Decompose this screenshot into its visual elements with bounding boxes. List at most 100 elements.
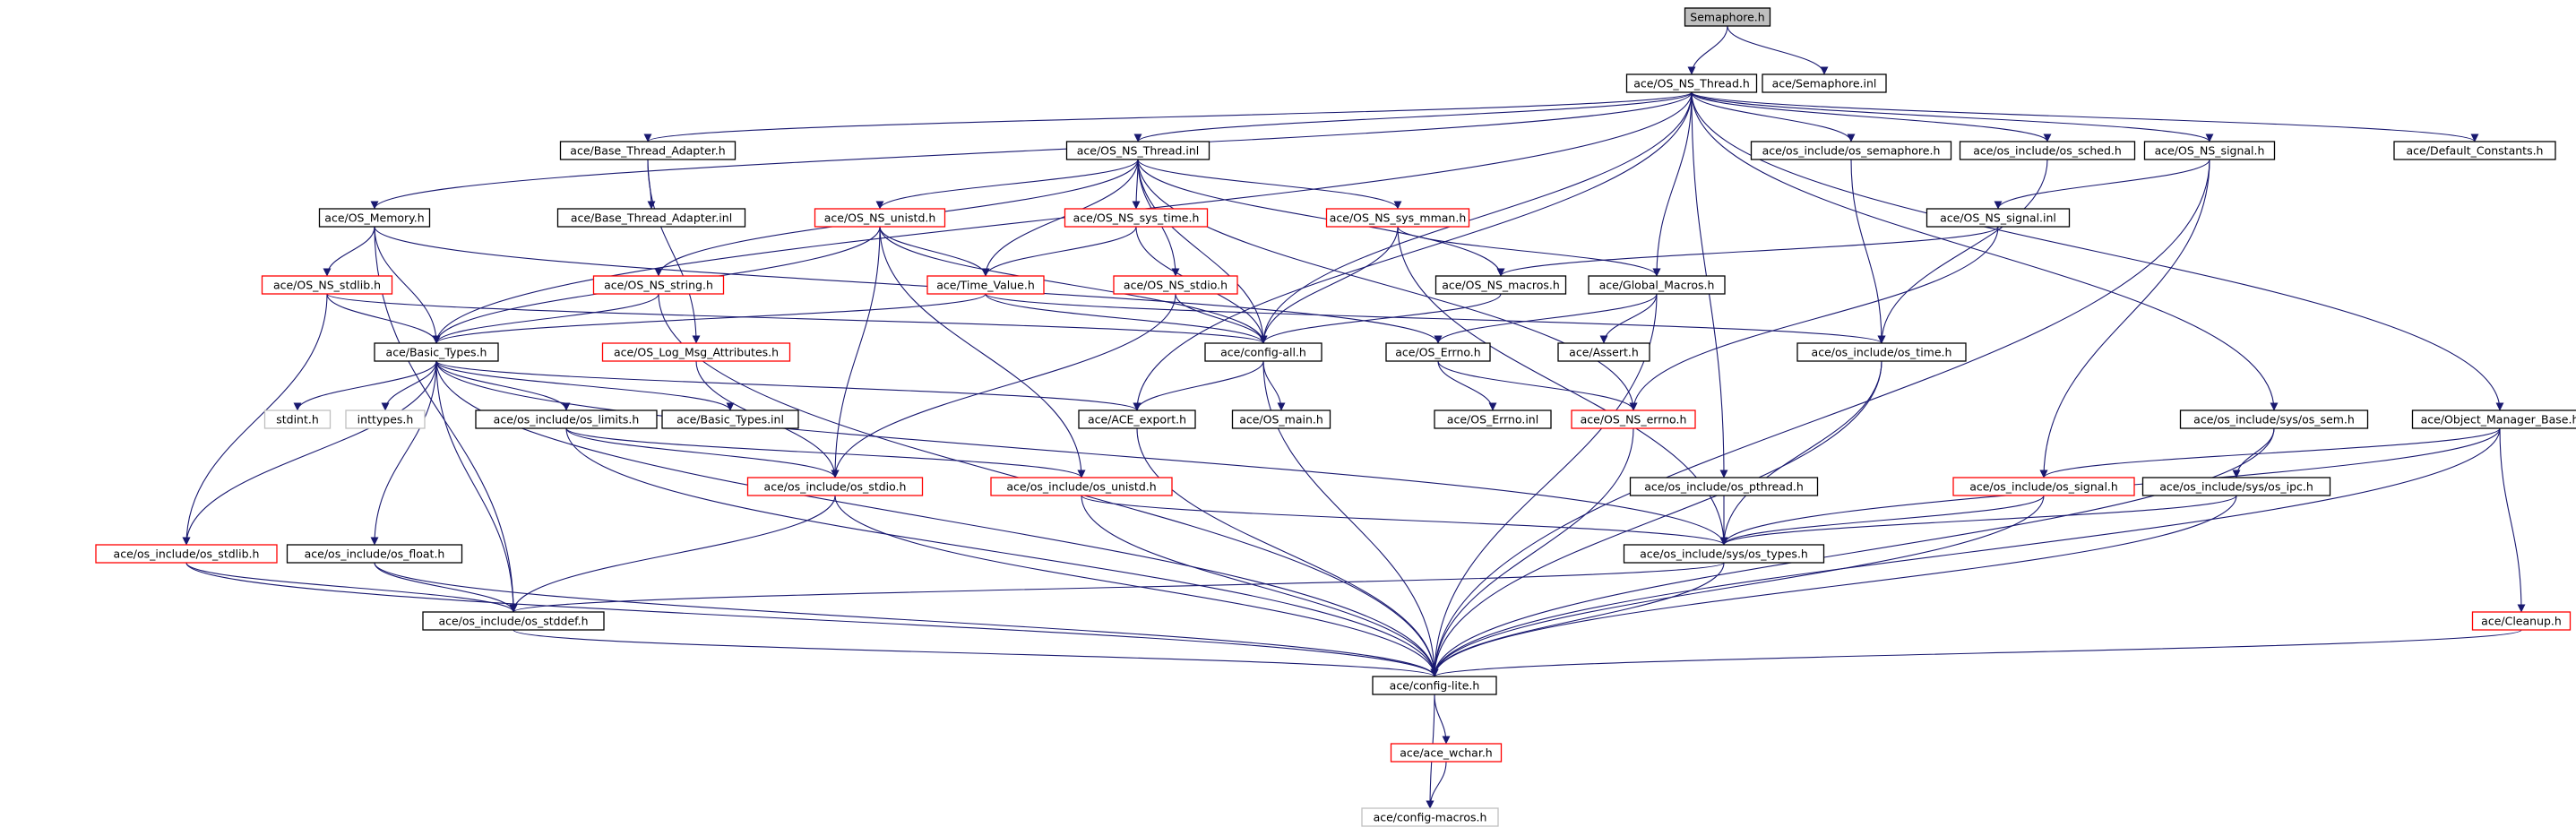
node-ace-os-ns-errno-h[interactable]: ace/OS_NS_errno.h bbox=[1571, 409, 1696, 429]
node-box bbox=[1926, 208, 2071, 228]
edge-arrow bbox=[374, 562, 1439, 677]
edge-arrow bbox=[831, 293, 1176, 478]
node-ace-os-ns-stdio-h[interactable]: ace/OS_NS_stdio.h bbox=[1113, 275, 1238, 295]
node-ace-assert-h[interactable]: ace/Assert.h bbox=[1557, 342, 1650, 362]
node-ace-default-constants-h[interactable]: ace/Default_Constants.h bbox=[2393, 141, 2556, 160]
node-label: ace/OS_NS_signal.h bbox=[2155, 144, 2265, 158]
node-ace-semaphore-inl[interactable]: ace/Semaphore.inl bbox=[1762, 73, 1887, 93]
node-box bbox=[1762, 73, 1887, 93]
node-label: ace/OS_NS_sys_time.h bbox=[1073, 211, 1200, 225]
node-box bbox=[1434, 409, 1552, 429]
edge-arrow bbox=[326, 293, 441, 344]
edge-arrow bbox=[1137, 159, 1268, 344]
node-ace-basic-types-h[interactable]: ace/Basic_Types.h bbox=[374, 342, 499, 362]
node-box bbox=[2471, 611, 2572, 631]
node-ace-cleanup-h[interactable]: ace/Cleanup.h bbox=[2471, 611, 2572, 631]
node-ace-os-include-os-unistd-h[interactable]: ace/os_include/os_unistd.h bbox=[990, 477, 1173, 496]
node-ace-os-log-msg-attributes-h[interactable]: ace/OS_Log_Msg_Attributes.h bbox=[601, 342, 791, 362]
edge-arrow bbox=[182, 360, 437, 546]
node-label: ace/config-all.h bbox=[1220, 346, 1306, 359]
edge-arrow bbox=[1430, 629, 2522, 677]
node-ace-os-include-os-semaphore-h[interactable]: ace/os_include/os_semaphore.h bbox=[1750, 141, 1952, 160]
node-box bbox=[261, 275, 393, 295]
edge-arrow bbox=[1430, 427, 1634, 677]
node-ace-os-include-sys-os-sem-h[interactable]: ace/os_include/sys/os_sem.h bbox=[2179, 409, 2369, 429]
node-ace-config-macros-h[interactable]: ace/config-macros.h bbox=[1361, 807, 1499, 827]
edge-arrow bbox=[185, 562, 1439, 677]
node-ace-os-include-sys-os-types-h[interactable]: ace/os_include/sys/os_types.h bbox=[1623, 544, 1825, 564]
node-ace-config-all-h[interactable]: ace/config-all.h bbox=[1204, 342, 1322, 362]
node-ace-config-lite-h[interactable]: ace/config-lite.h bbox=[1372, 676, 1497, 695]
node-ace-object-manager-base-h[interactable]: ace/Object_Manager_Base.h bbox=[2411, 409, 2576, 429]
edge-arrow bbox=[432, 293, 986, 344]
node-ace-os-ns-string-h[interactable]: ace/OS_NS_string.h bbox=[592, 275, 725, 295]
node-ace-os-ns-stdlib-h[interactable]: ace/OS_NS_stdlib.h bbox=[261, 275, 393, 295]
node-label: ace/OS_NS_sys_mman.h bbox=[1330, 211, 1467, 225]
node-ace-os-ns-thread-h[interactable]: ace/OS_NS_Thread.h bbox=[1625, 73, 1758, 93]
node-box bbox=[1750, 141, 1952, 160]
node-ace-os-include-os-pthread-h[interactable]: ace/os_include/os_pthread.h bbox=[1629, 477, 1819, 496]
node-label: ace/OS_NS_signal.inl bbox=[1940, 211, 2056, 225]
node-inttypes-h[interactable]: inttypes.h bbox=[345, 409, 426, 429]
edge-arrow bbox=[1133, 91, 1693, 411]
node-ace-global-macros-h[interactable]: ace/Global_Macros.h bbox=[1588, 275, 1726, 295]
node-box bbox=[2411, 409, 2576, 429]
node-label: ace/OS_NS_string.h bbox=[604, 279, 713, 292]
node-box bbox=[1361, 807, 1499, 827]
edge-arrow bbox=[1259, 293, 1502, 344]
node-ace-os-include-sys-os-ipc-h[interactable]: ace/os_include/sys/os_ipc.h bbox=[2141, 477, 2331, 496]
node-ace-os-errno-inl[interactable]: ace/OS_Errno.inl bbox=[1434, 409, 1552, 429]
node-ace-os-include-os-signal-h[interactable]: ace/os_include/os_signal.h bbox=[1952, 477, 2135, 496]
node-ace-os-ns-signal-h[interactable]: ace/OS_NS_signal.h bbox=[2143, 141, 2276, 160]
edge-arrow bbox=[1137, 159, 1402, 210]
edge-arrow bbox=[834, 495, 1439, 677]
node-ace-os-ns-macros-h[interactable]: ace/OS_NS_macros.h bbox=[1434, 275, 1567, 295]
edge-arrow bbox=[370, 91, 1693, 210]
node-box bbox=[1113, 275, 1238, 295]
node-box bbox=[661, 409, 799, 429]
edge-arrow bbox=[435, 360, 571, 411]
edge-arrow bbox=[1137, 159, 1505, 277]
node-stdint-h[interactable]: stdint.h bbox=[263, 409, 332, 429]
edge-arrow bbox=[1652, 91, 1693, 277]
node-ace-os-include-os-sched-h[interactable]: ace/os_include/os_sched.h bbox=[1959, 141, 2136, 160]
node-ace-ace-export-h[interactable]: ace/ACE_export.h bbox=[1078, 409, 1196, 429]
node-ace-os-ns-sys-mman-h[interactable]: ace/OS_NS_sys_mman.h bbox=[1325, 208, 1470, 228]
node-ace-os-include-os-stdio-h[interactable]: ace/os_include/os_stdio.h bbox=[746, 477, 924, 496]
node-box bbox=[374, 342, 499, 362]
node-ace-os-include-os-float-h[interactable]: ace/os_include/os_float.h bbox=[286, 544, 463, 564]
node-ace-os-include-os-stddef-h[interactable]: ace/os_include/os_stddef.h bbox=[422, 611, 605, 631]
node-box bbox=[475, 409, 658, 429]
node-ace-os-ns-thread-inl[interactable]: ace/OS_NS_Thread.inl bbox=[1065, 141, 1210, 160]
node-ace-basic-types-inl[interactable]: ace/Basic_Types.inl bbox=[661, 409, 799, 429]
node-label: ace/OS_Memory.h bbox=[324, 211, 424, 225]
node-semaphore-h[interactable]: Semaphore.h bbox=[1684, 7, 1771, 27]
node-ace-base-thread-adapter-h[interactable]: ace/Base_Thread_Adapter.h bbox=[559, 141, 737, 160]
node-ace-os-errno-h[interactable]: ace/OS_Errno.h bbox=[1385, 342, 1491, 362]
node-label: ace/Cleanup.h bbox=[2481, 615, 2562, 628]
node-ace-os-include-os-limits-h[interactable]: ace/os_include/os_limits.h bbox=[475, 409, 658, 429]
node-ace-os-main-h[interactable]: ace/OS_main.h bbox=[1231, 409, 1331, 429]
node-label: ace/os_include/os_time.h bbox=[1812, 346, 1952, 359]
edge-arrow bbox=[435, 360, 1142, 411]
edge-arrow bbox=[1430, 495, 2045, 677]
node-box bbox=[1629, 477, 1819, 496]
node-ace-os-ns-sys-time-h[interactable]: ace/OS_NS_sys_time.h bbox=[1064, 208, 1209, 228]
edge-arrow bbox=[432, 293, 659, 344]
node-ace-ace-wchar-h[interactable]: ace/ace_wchar.h bbox=[1390, 743, 1503, 763]
edge-arrow bbox=[1430, 562, 1725, 677]
node-box bbox=[1959, 141, 2136, 160]
node-ace-os-include-os-stdlib-h[interactable]: ace/os_include/os_stdlib.h bbox=[95, 544, 278, 564]
node-box bbox=[1588, 275, 1726, 295]
node-label: ace/os_include/os_stdlib.h bbox=[114, 547, 260, 561]
edge-arrow bbox=[1850, 159, 1886, 344]
edge-arrow bbox=[2039, 427, 2501, 478]
node-ace-os-include-os-time-h[interactable]: ace/os_include/os_time.h bbox=[1796, 342, 1967, 362]
edge-arrow bbox=[185, 562, 518, 613]
node-ace-os-ns-signal-inl[interactable]: ace/OS_NS_signal.inl bbox=[1926, 208, 2071, 228]
edge-arrow bbox=[1877, 159, 2048, 344]
node-ace-base-thread-adapter-inl[interactable]: ace/Base_Thread_Adapter.inl bbox=[556, 208, 746, 228]
node-ace-os-memory-h[interactable]: ace/OS_Memory.h bbox=[318, 208, 431, 228]
node-ace-time-value-h[interactable]: ace/Time_Value.h bbox=[926, 275, 1045, 295]
node-ace-os-ns-unistd-h[interactable]: ace/OS_NS_unistd.h bbox=[814, 208, 946, 228]
